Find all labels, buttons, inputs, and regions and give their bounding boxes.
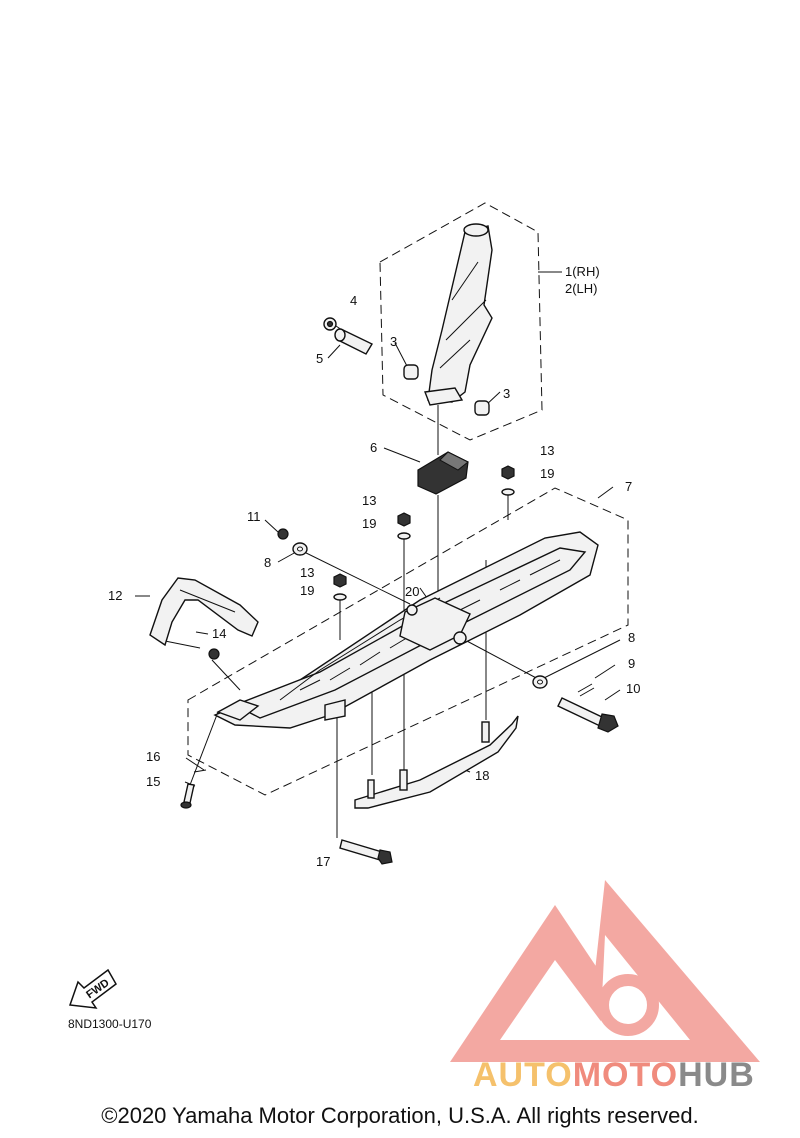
shaft-part-5 — [334, 328, 373, 355]
nut-13-left — [333, 573, 347, 601]
callout-15: 15 — [146, 774, 160, 789]
callout-5: 5 — [316, 351, 323, 366]
callout-7: 7 — [625, 479, 632, 494]
callout-11: 11 — [247, 509, 261, 524]
nut-part-14 — [208, 648, 220, 660]
nut-part-11 — [277, 528, 289, 540]
steering-arm-boundary — [379, 202, 543, 441]
bolt-part-10 — [557, 697, 619, 733]
callout-12: 12 — [108, 588, 122, 603]
watermark-logo — [450, 880, 760, 1062]
callout-2: 2(LH) — [565, 281, 598, 296]
bushing-upper — [403, 364, 419, 380]
watermark-moto: MOTO — [573, 1056, 678, 1094]
cap-part-4 — [323, 317, 337, 331]
callout-10: 10 — [626, 681, 640, 696]
nut-13-center — [397, 512, 411, 540]
callout-19-center: 19 — [362, 516, 376, 531]
steering-arm — [424, 223, 493, 406]
copyright-notice: ©2020 Yamaha Motor Corporation, U.S.A. A… — [101, 1103, 699, 1128]
callout-16: 16 — [146, 749, 160, 764]
fwd-arrow-icon: FWD — [68, 968, 117, 1009]
ski-assembly-boundary — [187, 487, 629, 796]
watermark-auto: AUTO — [473, 1056, 573, 1094]
watermark-text: AUTOMOTOHUB — [473, 1056, 755, 1094]
bushing-lower — [474, 400, 490, 416]
ski-part-7 — [213, 531, 599, 729]
runner-part-18 — [354, 715, 519, 809]
washer-part-16 — [193, 769, 207, 773]
callout-1: 1(RH) — [565, 264, 600, 279]
callout-3-lower: 3 — [503, 386, 510, 401]
washer-part-8-left — [292, 542, 308, 556]
callout-17: 17 — [316, 854, 330, 869]
callout-19-right: 19 — [540, 466, 554, 481]
nut-13-right — [501, 465, 515, 496]
callout-3-upper: 3 — [390, 334, 397, 349]
handle-part-12 — [149, 577, 259, 647]
callout-20: 20 — [405, 584, 419, 599]
callout-14: 14 — [212, 626, 226, 641]
callout-labels: 1(RH) 2(LH) 3 3 4 5 6 7 8 8 9 10 11 12 1… — [108, 264, 640, 869]
drawing-code: 8ND1300-U170 — [68, 1017, 152, 1031]
callout-6: 6 — [370, 440, 377, 455]
callout-4: 4 — [350, 293, 357, 308]
bolt-part-17 — [339, 839, 393, 865]
washer-part-8-right — [532, 675, 548, 689]
mount-block-part-6 — [417, 451, 469, 495]
callout-13-left: 13 — [300, 565, 314, 580]
callout-9: 9 — [628, 656, 635, 671]
callout-13-center: 13 — [362, 493, 376, 508]
watermark-hub: HUB — [678, 1056, 755, 1094]
callout-8-left: 8 — [264, 555, 271, 570]
callout-13-right: 13 — [540, 443, 554, 458]
bolt-part-15 — [180, 783, 195, 809]
callout-19-left: 19 — [300, 583, 314, 598]
callout-18: 18 — [475, 768, 489, 783]
callout-8-right: 8 — [628, 630, 635, 645]
pin-part-9 — [577, 683, 595, 697]
